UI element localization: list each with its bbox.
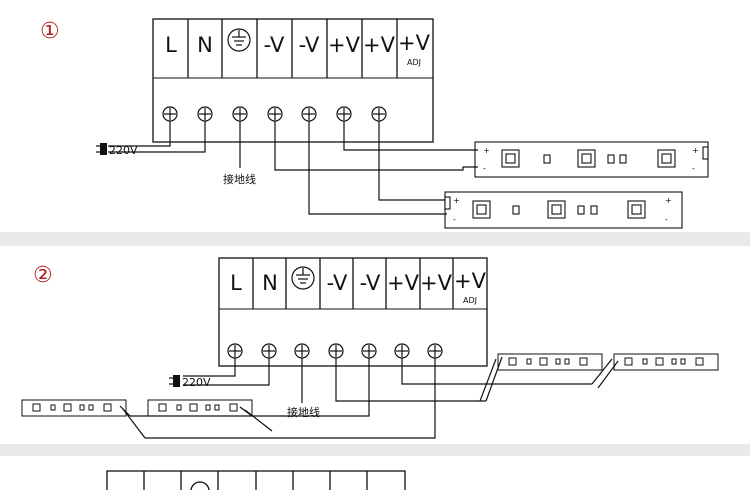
terminal-label-pos-v-adj: +V — [454, 269, 487, 293]
panel-number-label: ② — [33, 263, 53, 288]
led-strip — [147, 399, 253, 417]
terminal-label-l: L — [165, 33, 177, 57]
terminal-label-n: N — [197, 33, 213, 57]
strip-minus-label: - — [665, 215, 668, 224]
terminal-label-n: N — [262, 271, 278, 295]
wiring — [108, 121, 478, 215]
strip-minus-label: - — [483, 164, 486, 173]
panel-number-label: ① — [40, 19, 60, 44]
strip-plus-label: + — [692, 146, 699, 155]
ground-symbol-icon — [227, 28, 251, 52]
plug-icon — [169, 375, 180, 387]
terminal-label-neg-v: -V — [327, 271, 348, 295]
strip-plus-label: + — [453, 196, 460, 205]
diagram-panel-2: L N -V -V +V +V +V ADJ — [0, 246, 750, 444]
wiring — [119, 356, 619, 439]
panel-separator — [0, 232, 750, 246]
led-strip — [613, 353, 719, 371]
ground-symbol-icon — [291, 266, 315, 290]
input-voltage-label: 220V — [182, 376, 211, 389]
panel-separator — [0, 444, 750, 456]
led-strip — [497, 353, 603, 371]
strip-plus-label: + — [483, 146, 490, 155]
adj-label: ADJ — [407, 58, 421, 67]
diagram-panel-1: L N -V -V +V +V +V ADJ — [0, 0, 750, 232]
terminal-label-l: L — [230, 271, 242, 295]
input-voltage-label: 220V — [109, 144, 138, 157]
strip-plus-label: + — [665, 196, 672, 205]
power-supply-box — [106, 470, 406, 490]
diagram-panel-3 — [0, 456, 750, 490]
terminal-label-neg-v: -V — [360, 271, 381, 295]
terminal-label-pos-v: +V — [420, 271, 453, 295]
strip-minus-label: - — [692, 164, 695, 173]
ground-wire-label: 接地线 — [287, 405, 320, 419]
plug-icon — [96, 143, 107, 155]
led-strip — [474, 141, 709, 178]
terminal-label-neg-v: -V — [264, 33, 285, 57]
terminal-label-neg-v: -V — [299, 33, 320, 57]
terminal-label-pos-v: +V — [387, 271, 420, 295]
terminal-label-pos-v-adj: +V — [398, 31, 431, 55]
terminal-label-pos-v: +V — [363, 33, 396, 57]
screw-terminal-icon — [227, 343, 443, 359]
adj-label: ADJ — [463, 296, 477, 305]
led-strip — [21, 399, 127, 417]
ground-wire-label: 接地线 — [223, 172, 256, 186]
terminal-label-pos-v: +V — [328, 33, 361, 57]
screw-terminal-icon — [162, 106, 387, 122]
led-strip — [444, 191, 683, 229]
power-supply-box — [152, 18, 434, 143]
ground-symbol-icon — [190, 481, 210, 490]
strip-minus-label: - — [453, 215, 456, 224]
